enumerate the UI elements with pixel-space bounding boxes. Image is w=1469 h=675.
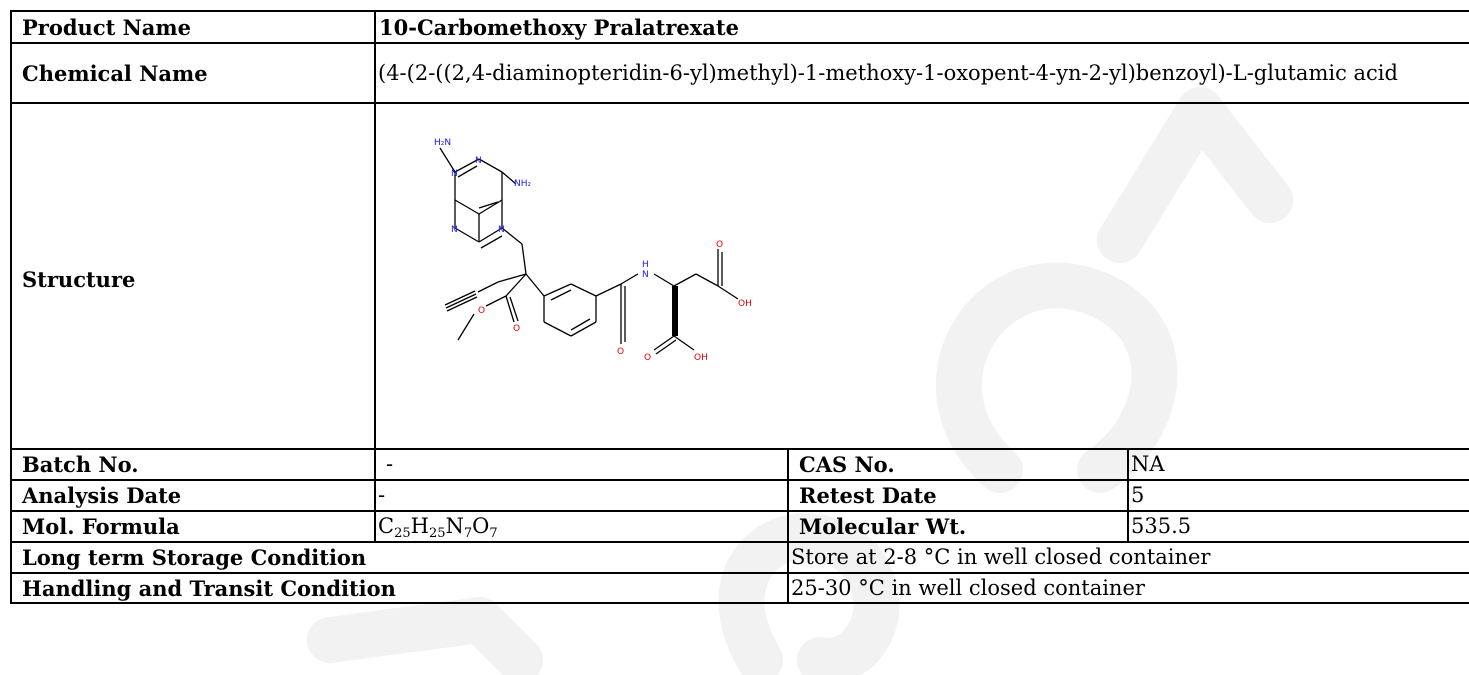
product-name-value: 10-Carbomethoxy Pralatrexate [374,10,1469,44]
formula-count-o: 7 [489,526,498,541]
row-formula: Mol. Formula C25H25N7O7 Molecular Wt. 53… [10,510,1469,543]
oxygen-carbonyl: O [513,324,520,334]
chemical-structure-diagram: H₂N N N NH₂ N N O O N H O O OH O [434,138,752,363]
structure-label: Structure [22,266,136,292]
formula-count-c: 25 [394,526,411,541]
batch-no-label: Batch No. [10,448,376,481]
nitrogen-atom-4: N [498,225,505,235]
oxygen-acid-top: O [716,240,723,250]
row-batch: Batch No. - CAS No. NA [10,448,1469,481]
cas-no-value: NA [1127,448,1469,481]
formula-element-n: N [445,514,464,538]
amino-group-right: NH₂ [514,179,532,189]
nitrogen-atom-3: N [451,225,458,235]
oxygen-ester: O [478,306,485,316]
amide-hydrogen: H [642,260,649,270]
row-structure: Structure [10,102,1469,450]
oxygen-amide: O [617,347,624,357]
molecular-wt-value: 535.5 [1127,510,1469,543]
structure-atom-labels: H₂N N N NH₂ N N O O N H O O OH O [434,138,752,363]
hydroxyl-acid-bottom: OH [694,353,708,363]
hydroxyl-acid-top: OH [738,299,752,309]
long-term-storage-label: Long term Storage Condition [10,541,789,574]
formula-element-h: H [410,514,429,538]
nitrogen-atom-2: N [475,156,482,166]
nitrogen-atom-1: N [451,169,458,179]
handling-transit-value: 25-30 °C in well closed container [787,572,1469,604]
certificate-table: Product Name 10-Carbomethoxy Pralatrexat… [10,10,1469,604]
handling-transit-label: Handling and Transit Condition [10,572,789,604]
formula-count-n: 7 [463,526,473,541]
batch-no-value: - [374,448,789,481]
cas-no-label: CAS No. [787,448,1129,481]
retest-date-label: Retest Date [787,479,1129,512]
row-analysis: Analysis Date - Retest Date 5 [10,479,1469,512]
row-chemical-name: Chemical Name (4-(2-((2,4-diaminopteridi… [10,42,1469,104]
chemical-name-label: Chemical Name [10,42,376,104]
row-storage: Long term Storage Condition Store at 2-8… [10,541,1469,574]
analysis-date-label: Analysis Date [10,479,376,512]
mol-formula-value: C25H25N7O7 [374,510,789,543]
long-term-storage-value: Store at 2-8 °C in well closed container [787,541,1469,574]
amide-nitrogen: N [642,270,649,280]
formula-element-c: C [378,514,395,538]
mol-formula-label: Mol. Formula [10,510,376,543]
formula-element-o: O [472,514,490,538]
chemical-name-value: (4-(2-((2,4-diaminopteridin-6-yl)methyl)… [374,42,1469,104]
molecular-wt-label: Molecular Wt. [787,510,1129,543]
retest-date-value: 5 [1127,479,1469,512]
oxygen-acid-bottom: O [644,353,651,363]
amino-group-top: H₂N [434,138,451,148]
product-name-label: Product Name [10,10,376,44]
row-handling: Handling and Transit Condition 25-30 °C … [10,572,1469,604]
formula-count-h: 25 [428,526,446,541]
structure-bonds [439,147,739,355]
analysis-date-value: - [374,479,789,512]
row-product-name: Product Name 10-Carbomethoxy Pralatrexat… [10,10,1469,44]
